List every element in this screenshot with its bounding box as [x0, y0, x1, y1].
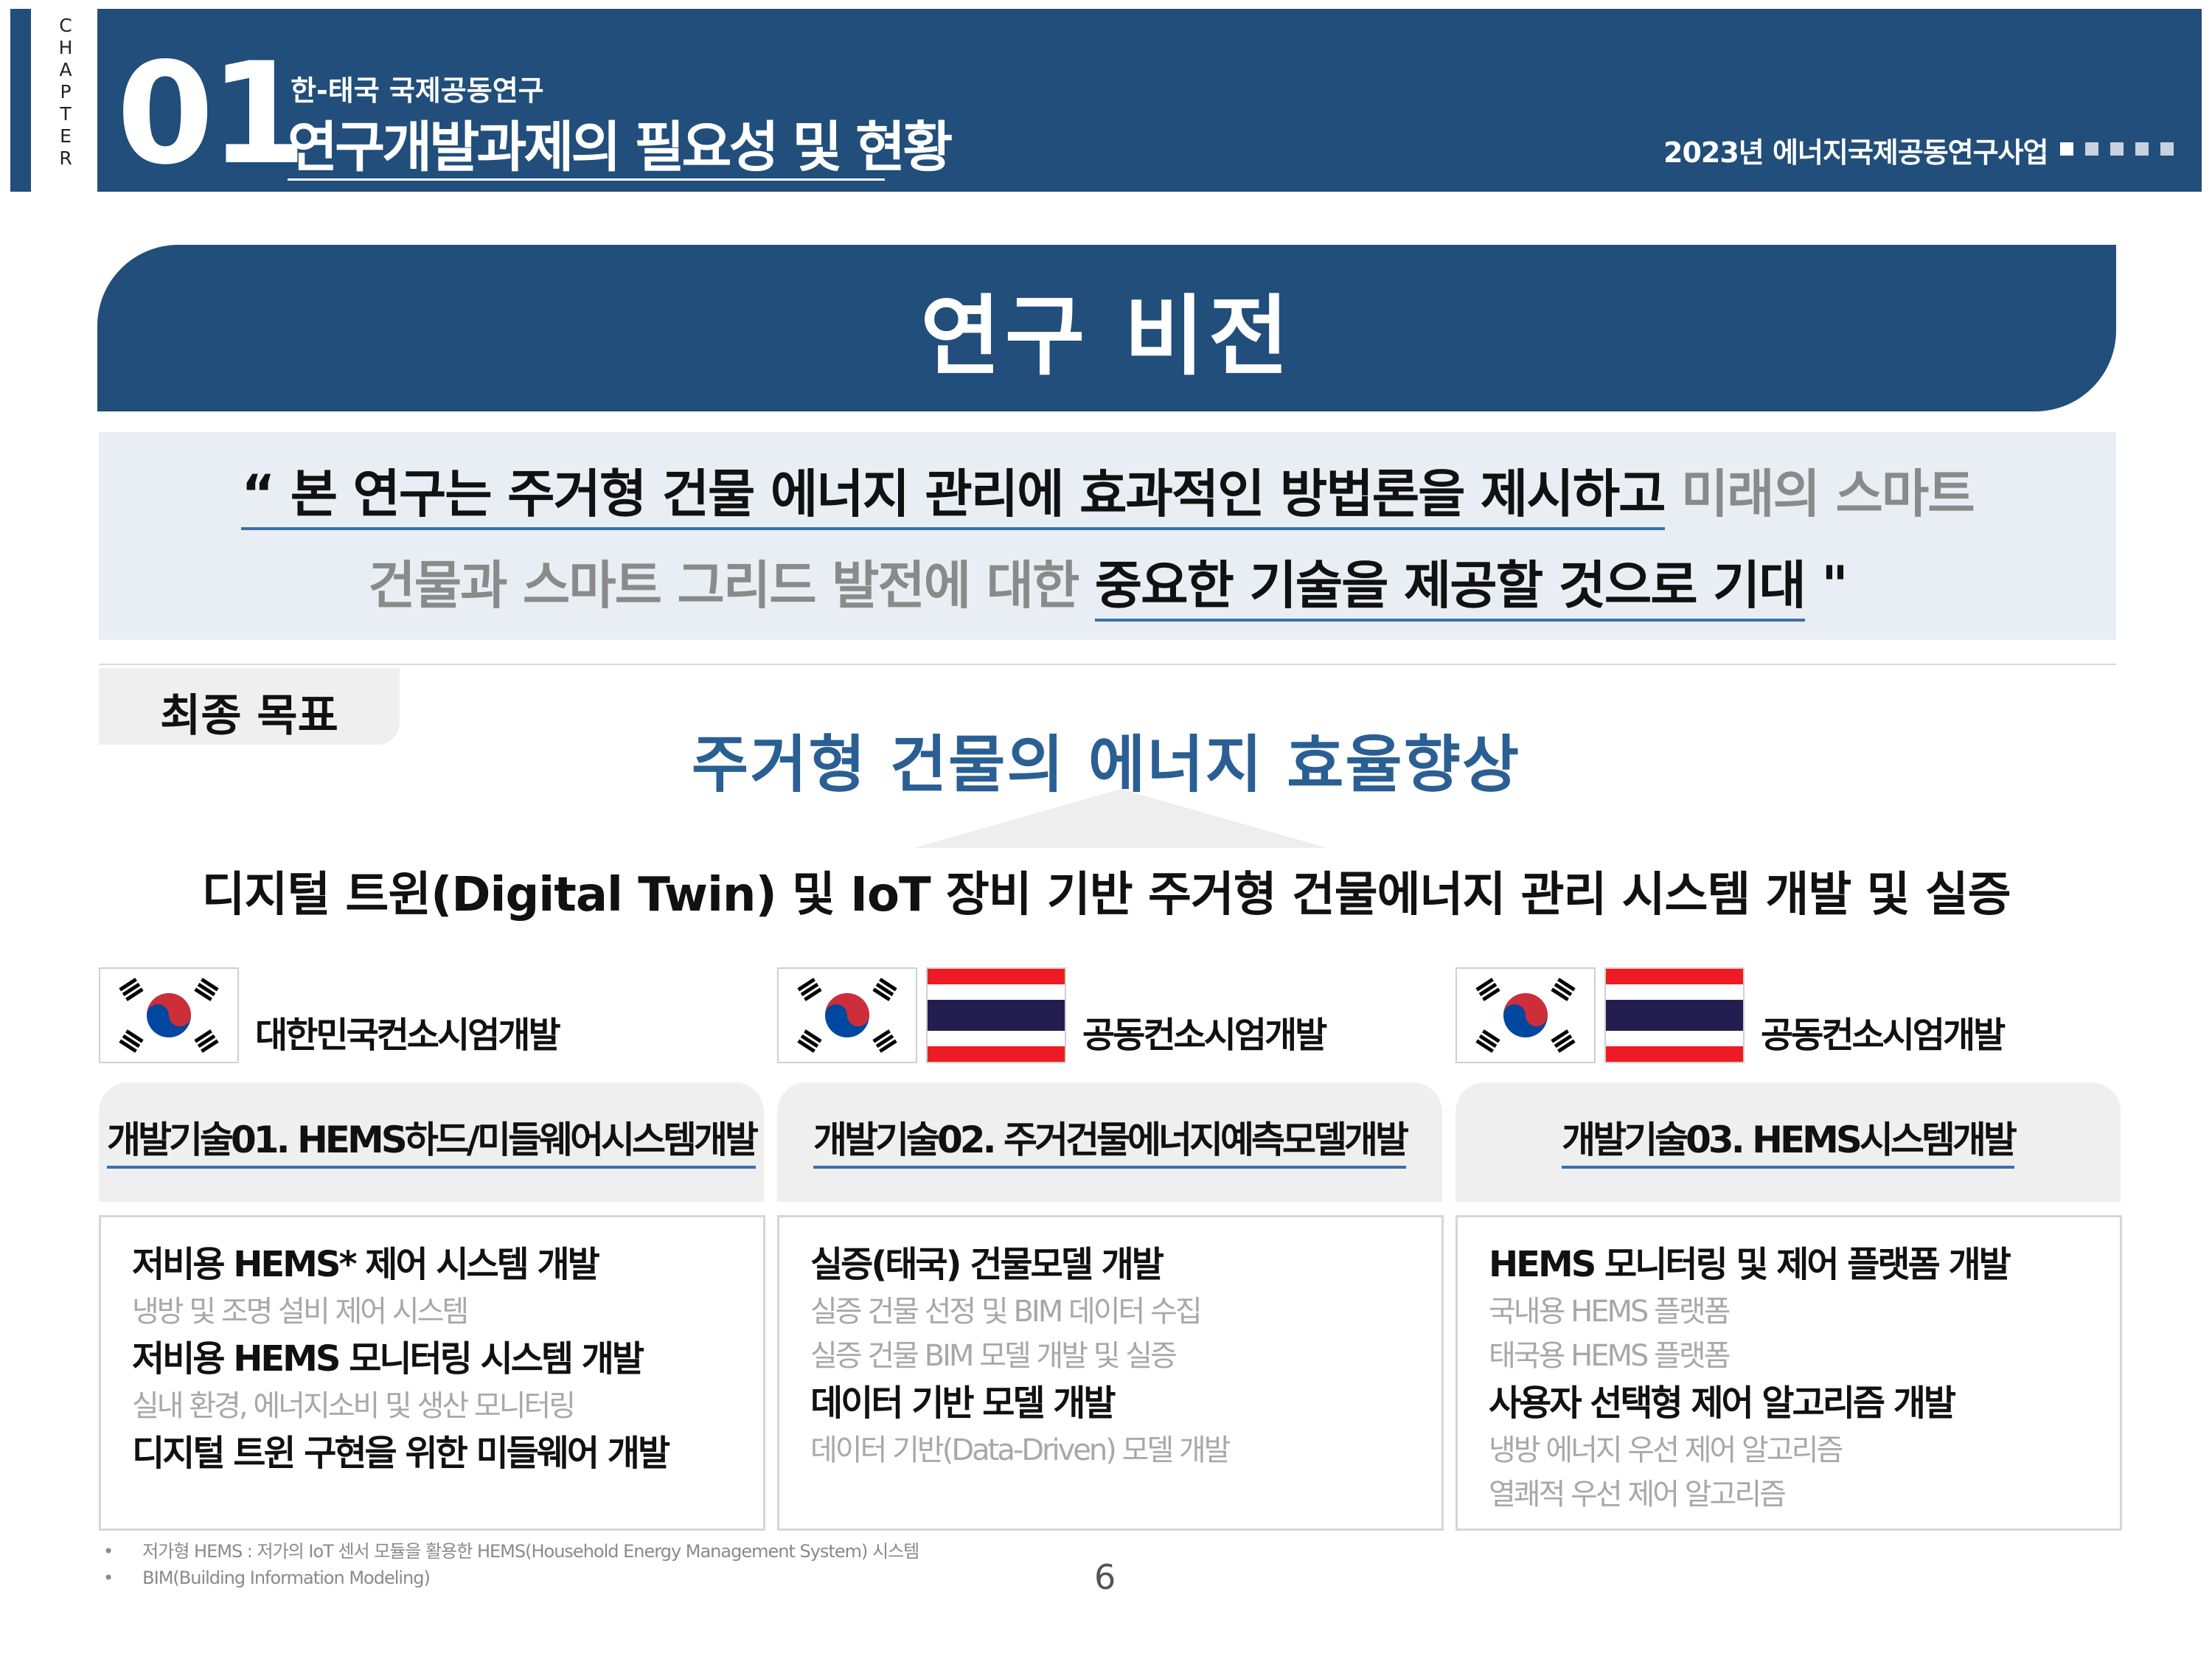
header-subtitle: 한-태국 국제공동연구 [291, 74, 544, 107]
vision-line-1: “ 본 연구는 주거형 건물 에너지 관리에 효과적인 방법론을 제시하고 미래… [99, 453, 2116, 530]
detail-item-sub: 냉방 및 조명 설비 제어 시스템 [132, 1295, 469, 1329]
detail-item-main: HEMS 모니터링 및 제어 플랫폼 개발 [1489, 1244, 2011, 1285]
footnote-bullet: • [103, 1541, 114, 1562]
tech-title-text: 개발기술03. HEMS시스템개발 [1562, 1119, 2017, 1169]
column-heading: 공동컨소시엄개발 [1082, 1015, 1327, 1056]
chapter-letter: P [60, 81, 72, 102]
vision-line-1-muted: 미래의 스마트 [1664, 464, 1975, 524]
chapter-letter: T [60, 103, 72, 125]
chapter-letter: C [59, 15, 72, 36]
korea-flag-icon [99, 967, 239, 1063]
chapter-letter: R [59, 147, 72, 169]
korea-flag-icon [1455, 967, 1596, 1063]
detail-item-main: 저비용 HEMS* 제어 시스템 개발 [132, 1244, 600, 1285]
detail-item-main: 사용자 선택형 제어 알고리즘 개발 [1489, 1382, 1956, 1424]
tech-title-box [777, 1082, 1442, 1202]
page-dot [2085, 142, 2098, 156]
thailand-flag-icon [1604, 967, 1745, 1063]
tech-title: 개발기술02. 주거건물에너지예측모델개발 [777, 1110, 1442, 1169]
vision-line-2-muted: 건물과 스마트 그리드 발전에 대한 [368, 555, 1095, 616]
chapter-label-box [31, 9, 97, 192]
page-dot [2110, 142, 2124, 156]
vision-line-2: 건물과 스마트 그리드 발전에 대한 중요한 기술을 제공할 것으로 기대 " [99, 544, 2116, 622]
footnote: • BIM(Building Information Modeling) [103, 1565, 919, 1591]
page-dot [2160, 142, 2174, 156]
detail-item-sub: 태국용 HEMS 플랫폼 [1489, 1339, 1731, 1373]
up-arrow-icon [914, 789, 1327, 848]
detail-item-main: 데이터 기반 모델 개발 [810, 1382, 1116, 1424]
vision-line-1-highlight: “ 본 연구는 주거형 건물 에너지 관리에 효과적인 방법론을 제시하고 [241, 464, 1666, 530]
goal-subtitle: 디지털 트윈(Digital Twin) 및 IoT 장비 기반 주거형 건물에… [201, 868, 2011, 922]
goal-main-text: 주거형 건물의 에너지 효율향상 [691, 728, 1521, 801]
tech-title-box [99, 1082, 764, 1202]
column-heading: 공동컨소시엄개발 [1761, 1015, 2006, 1056]
vision-statement: “ 본 연구는 주거형 건물 에너지 관리에 효과적인 방법론을 제시하고 미래… [99, 432, 2116, 640]
detail-item-sub: 실내 환경, 에너지소비 및 생산 모니터링 [132, 1389, 576, 1423]
thailand-flag-icon [926, 967, 1066, 1063]
footnote-text: BIM(Building Information Modeling) [142, 1568, 431, 1588]
chapter-letter: H [58, 37, 73, 58]
goal-label: 최종 목표 [160, 690, 338, 742]
korea-flag-icon [777, 967, 917, 1063]
header-bar [10, 9, 2202, 192]
vision-title: 연구 비전 [920, 285, 1293, 387]
page-dot [2135, 142, 2149, 156]
page-number: 6 [1094, 1557, 1116, 1597]
footnote-text: 저가형 HEMS : 저가의 IoT 센서 모듈을 활용한 HEMS(House… [142, 1541, 919, 1562]
detail-item-main: 저비용 HEMS 모니터링 시스템 개발 [132, 1338, 644, 1380]
footnotes: • 저가형 HEMS : 저가의 IoT 센서 모듈을 활용한 HEMS(Hous… [103, 1538, 919, 1591]
tech-title: 개발기술03. HEMS시스템개발 [1455, 1110, 2121, 1169]
goal-label-box [99, 668, 400, 745]
page-title: 연구개발과제의 필요성 및 현황 [288, 116, 953, 179]
chapter-letter: E [60, 125, 72, 147]
footnote: • 저가형 HEMS : 저가의 IoT 센서 모듈을 활용한 HEMS(Hous… [103, 1538, 919, 1565]
detail-item-sub: 냉방 에너지 우선 제어 알고리즘 [1489, 1433, 1843, 1467]
detail-item-sub: 실증 건물 BIM 모델 개발 및 실증 [810, 1339, 1178, 1373]
title-underline [288, 178, 885, 181]
tech-title-text: 개발기술01. HEMS하드/미들웨어시스템개발 [106, 1119, 759, 1169]
detail-item-sub: 열쾌적 우선 제어 알고리즘 [1489, 1478, 1787, 1512]
chapter-number: 01 [116, 32, 307, 195]
detail-item-main: 실증(태국) 건물모델 개발 [810, 1244, 1164, 1285]
vision-closing-quote: " [1804, 555, 1848, 616]
detail-item-main: 디지털 트윈 구현을 위한 미들웨어 개발 [132, 1433, 670, 1474]
section-divider [99, 664, 2116, 665]
detail-item-sub: 실증 건물 선정 및 BIM 데이터 수집 [810, 1295, 1203, 1329]
chapter-letter: A [59, 59, 72, 80]
tech-title-box [1455, 1082, 2121, 1202]
tech-title-text: 개발기술02. 주거건물에너지예측모델개발 [813, 1119, 1409, 1169]
footnote-bullet: • [103, 1568, 114, 1588]
program-name: 2023년 에너지국제공동연구사업 [1663, 136, 2049, 169]
tech-title: 개발기술01. HEMS하드/미들웨어시스템개발 [99, 1110, 764, 1169]
vision-banner [97, 245, 2116, 411]
column-heading: 대한민국컨소시엄개발 [255, 1015, 561, 1056]
detail-item-sub: 데이터 기반(Data-Driven) 모델 개발 [810, 1433, 1231, 1467]
page-dot [2060, 142, 2073, 156]
page-indicator-dots [2060, 142, 2174, 156]
detail-item-sub: 국내용 HEMS 플랫폼 [1489, 1295, 1731, 1329]
vision-line-2-highlight: 중요한 기술을 제공할 것으로 기대 [1094, 555, 1806, 622]
